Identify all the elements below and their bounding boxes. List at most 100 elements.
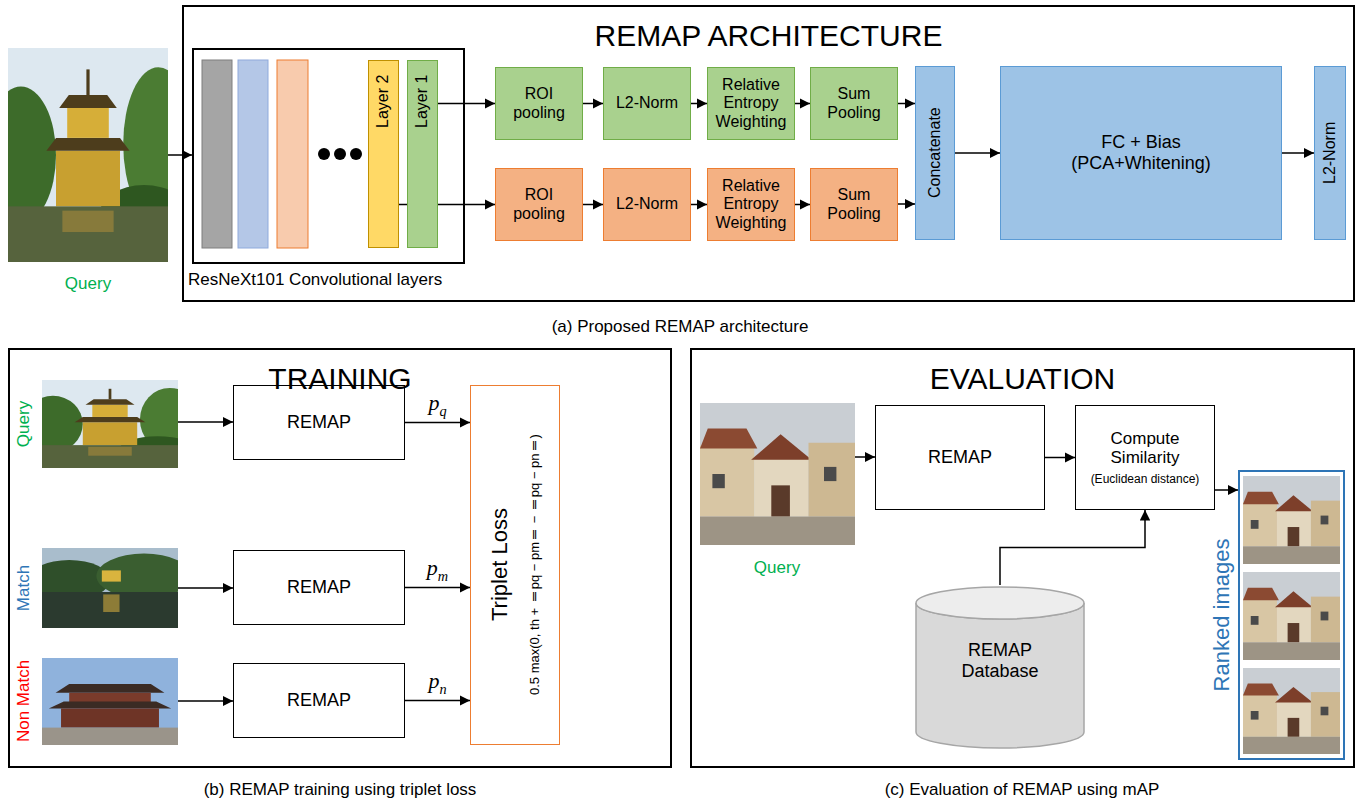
connector-arrow (405, 422, 470, 424)
connector-arrow (898, 203, 915, 205)
connector-arrow (438, 103, 495, 105)
node-label: L2-Norm (616, 94, 678, 112)
connector-arrow (795, 103, 810, 105)
connector-arrow (583, 204, 603, 206)
input-arrow (178, 421, 233, 423)
connector-arrow (583, 103, 603, 105)
node-label: FC + Bias (PCA+Whitening) (1061, 132, 1221, 173)
process-box: L2-Norm (603, 67, 691, 140)
connector-arrow (955, 152, 1000, 154)
connector-arrow (795, 204, 810, 206)
node-label: REMAP Database (950, 640, 1050, 681)
process-box: Relative Entropy Weighting (707, 168, 795, 241)
node-label: EVALUATION (930, 362, 1116, 397)
node-label: TRAINING (268, 362, 411, 397)
connector-arrow (1282, 152, 1314, 154)
query-photo (700, 403, 855, 545)
node-label: Compute Similarity (1079, 429, 1211, 468)
conv-layer-bar (277, 60, 308, 248)
connector-arrow (1000, 510, 1145, 585)
subscript: m (438, 567, 448, 583)
node-label: Concatenate (926, 108, 944, 199)
node-label: L2-Norm (616, 195, 678, 213)
node-label: Sum Pooling (814, 186, 894, 223)
node-label: REMAP (928, 447, 992, 468)
node-label: Relative Entropy Weighting (711, 76, 791, 131)
results-frame: Ranked images (1238, 470, 1345, 760)
image-label: Query (754, 559, 800, 578)
edge-label: pm (425, 557, 450, 583)
process-box: Relative Entropy Weighting (707, 67, 795, 140)
similarity-box: Compute Similarity(Euclidean distance) (1075, 405, 1215, 510)
connector-arrow (691, 204, 707, 206)
image-label: Query (15, 401, 34, 447)
conv-layer-bar (202, 60, 232, 248)
node-label: REMAP ARCHITECTURE (595, 19, 943, 54)
input-arrow (178, 587, 233, 589)
remap-box: REMAP (875, 405, 1045, 510)
node-label: L2-Norm (1321, 122, 1339, 184)
connector-arrow (898, 103, 915, 105)
node-label: Layer 2 (374, 75, 392, 128)
process-box: ROI pooling (495, 67, 583, 140)
cylinder-body (916, 603, 1084, 748)
nonmatch-photo (42, 658, 178, 745)
node-label: Triplet Loss (487, 509, 512, 622)
node-label: REMAP (287, 690, 351, 711)
match-photo (28, 548, 191, 628)
remap-box: REMAP (233, 385, 405, 460)
edge-label: pn (426, 670, 448, 696)
connector-arrow (1045, 457, 1075, 459)
norm-box: L2-Norm (1314, 66, 1346, 240)
edge-label: pq (426, 392, 448, 418)
node-label: ROI pooling (499, 85, 579, 122)
node-label: REMAP (287, 412, 351, 433)
layer-bar: Layer 1 (407, 60, 438, 248)
input-arrow (855, 456, 875, 458)
fc-box: FC + Bias (PCA+Whitening) (1000, 66, 1282, 240)
image-label: Non Match (15, 660, 34, 742)
node-label: Layer 1 (413, 75, 431, 128)
query-photo (23, 380, 200, 468)
ellipsis-dot (318, 148, 330, 160)
ellipsis-dot (334, 148, 346, 160)
subscript: n (439, 680, 446, 696)
concat-box: Concatenate (915, 66, 955, 240)
backbone-frame: Layer 2Layer 1ResNeXt101 Convolutional l… (192, 48, 465, 264)
panel-frame: REMAP REMAP REMAP Triplet Loss 0.5 max(0, th… (8, 348, 672, 768)
panel-caption: (a) Proposed REMAP architecture (552, 318, 809, 337)
cylinder-top (916, 587, 1084, 619)
database-cylinder: REMAP Database (915, 585, 1085, 750)
node-label: Ranked images (1209, 539, 1234, 692)
ellipsis-dot (350, 148, 362, 160)
remap-box: REMAP (233, 550, 405, 625)
image-label: Match (15, 565, 34, 611)
panel-caption: (c) Evaluation of REMAP using mAP (885, 781, 1160, 800)
panel-caption: (b) REMAP training using triplet loss (204, 781, 477, 800)
input-arrow (168, 154, 192, 156)
node-label: ROI pooling (499, 186, 579, 223)
result-photo (1243, 476, 1340, 564)
node-label: Relative Entropy Weighting (711, 177, 791, 232)
panel-frame: Layer 2 Layer 1 ResNeXt101 Convolutional l… (182, 5, 1355, 302)
remap-box: REMAP (233, 663, 405, 738)
process-box: Sum Pooling (810, 168, 898, 241)
node-label: REMAP (287, 577, 351, 598)
connector-arrow (405, 587, 470, 589)
layer-bar: Layer 2 (368, 60, 399, 248)
loss-box: Triplet Loss 0.5 max(0, th + ‖pq − pm‖ − … (470, 385, 560, 745)
process-box: L2-Norm (603, 168, 691, 241)
result-photo (1243, 668, 1340, 754)
process-box: ROI pooling (495, 168, 583, 241)
query-photo (0, 48, 194, 262)
process-box: Sum Pooling (810, 67, 898, 140)
image-label: Query (65, 275, 111, 294)
connector-arrow (1215, 489, 1238, 491)
connector-arrow (405, 700, 470, 702)
node-sublabel: 0.5 max(0, th + ‖pq − pm‖ − ‖pq − pn‖) (528, 435, 543, 696)
connector-arrow (691, 103, 707, 105)
conv-layer-bar (238, 60, 268, 248)
result-photo (1243, 572, 1340, 660)
node-label: ResNeXt101 Convolutional layers (188, 270, 442, 290)
